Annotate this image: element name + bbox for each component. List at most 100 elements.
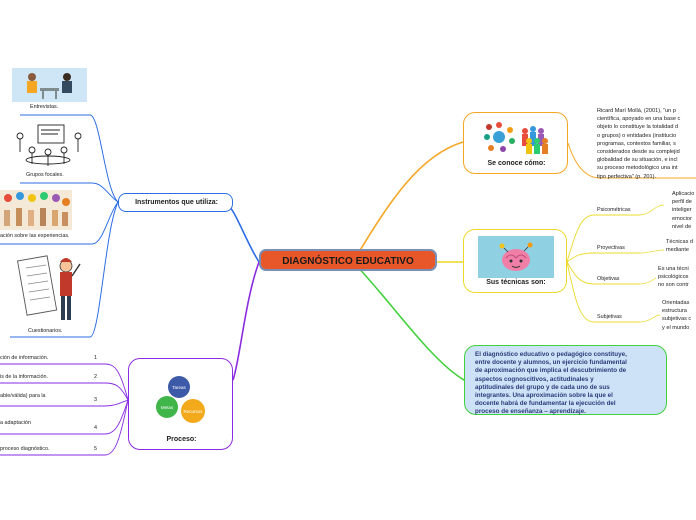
- desc-line: estructura: [662, 308, 687, 315]
- step-text[interactable]: is de la información.: [0, 374, 48, 380]
- interview-illustration: [12, 68, 87, 102]
- definition-line: entre docente y alumnos, un ejercicio fu…: [475, 359, 627, 367]
- brain-illustration: [478, 236, 554, 278]
- connector-inst-cuestionarios: [10, 201, 119, 338]
- desc-line: mediante: [666, 247, 690, 254]
- step-number: 3: [94, 397, 97, 403]
- topic-tecnicas[interactable]: Sus técnicas son:: [463, 229, 567, 293]
- interview-icon: [27, 73, 72, 99]
- definition-line: docente habrá de fundamentar la ejecució…: [475, 400, 616, 408]
- focus-group-illustration: [16, 124, 82, 166]
- connector-desc-3: [639, 277, 657, 285]
- brain-icon: [499, 242, 533, 271]
- connector-inst-entrevistas: [20, 114, 119, 203]
- focus-group-icon: [16, 124, 82, 166]
- connector-tec-subjetivas: [566, 261, 640, 323]
- tecnica-proyectivas[interactable]: Proyectivas: [597, 245, 625, 251]
- step-number: 1: [94, 355, 97, 361]
- connector-step-4: [0, 399, 129, 435]
- gear-icon: [156, 376, 205, 423]
- desc-line: y el mundo: [662, 324, 690, 331]
- step-text[interactable]: proceso diagnóstico.: [0, 446, 50, 452]
- definition-line: El diagnóstico educativo o pedagógico co…: [475, 351, 627, 358]
- topic-se-conoce[interactable]: Se conoce cómo:: [463, 112, 568, 174]
- questionnaire-illustration: [17, 255, 81, 320]
- quote-text: Ricard Marí Mollá, (2001), “un p científ…: [597, 107, 696, 181]
- people-circle-illustration: [484, 122, 548, 154]
- connector-definicion: [352, 261, 465, 381]
- quote-line: su proceso metodológico una int: [597, 165, 678, 172]
- desc-line: perfil de: [672, 199, 692, 206]
- desc-line: subjetivas c: [662, 316, 692, 323]
- tecnica-subjetivas[interactable]: Subjetivas: [597, 314, 622, 320]
- instrumento-cuestionarios[interactable]: Cuestionarios.: [28, 328, 63, 334]
- connector-tec-psicometricas: [566, 214, 640, 263]
- tecnica-proyectivas-desc: Técnicas d mediante: [666, 238, 696, 254]
- connector-step-2: [0, 382, 129, 401]
- instrumento-grupos-focales[interactable]: Grupos focales.: [26, 172, 64, 178]
- tecnica-psicometricas[interactable]: Psicométricas: [597, 207, 631, 213]
- definition-line: aspectos cognoscitivos, actitudinales y: [475, 375, 594, 383]
- desc-line: no son contr: [658, 282, 689, 289]
- desc-line: Es una técni: [658, 266, 689, 272]
- connector-tec-proyectivas: [566, 252, 640, 263]
- quote-line: o grupos) o entidades (institucio: [597, 132, 677, 139]
- quote-line: científica, apoyado en una base c: [597, 116, 681, 123]
- step-text[interactable]: a adaptación: [0, 420, 31, 426]
- tecnica-objetivas-desc: Es una técni psicológicos no son contr: [658, 265, 696, 290]
- central-topic[interactable]: DIAGNÓSTICO EDUCATIVO: [259, 249, 437, 271]
- quote-line: objeto lo constituye la totalidad d: [597, 124, 679, 131]
- quote-line: tipo perfectiva” (p. 201).: [597, 173, 657, 180]
- definition-line: proceso de enseñanza – aprendizaje.: [475, 408, 586, 416]
- tecnica-psicometricas-desc: Aplicacio perfil de inteliger emocior ni…: [672, 190, 696, 231]
- connector-proceso: [232, 261, 260, 381]
- quote-line: considerados desde su complejid: [597, 149, 680, 156]
- step-number: 4: [94, 425, 97, 431]
- step-number: 5: [94, 446, 97, 452]
- definition-line: integrantes. Una aproximación sobre la q…: [475, 392, 613, 400]
- desc-line: inteliger: [672, 207, 692, 214]
- desc-line: Aplicacio: [672, 191, 695, 197]
- quote-line: globalidad de su situación, e incl: [597, 157, 678, 164]
- desc-line: Técnicas d: [666, 239, 694, 245]
- topic-proceso-label: Proceso:: [166, 436, 197, 443]
- topic-instrumentos[interactable]: Instrumentos que utiliza:: [118, 193, 233, 212]
- connector-quote: [567, 142, 696, 179]
- definition-panel[interactable]: El diagnóstico educativo o pedagógico co…: [464, 345, 667, 415]
- connector-se-conoce: [352, 141, 464, 263]
- speech-bubbles-icon: [4, 192, 70, 226]
- gear-label: Metas: [161, 405, 174, 410]
- desc-line: psicológicos: [658, 274, 689, 281]
- definition-line: aptitudinales del grupo y de cada uno de…: [475, 383, 610, 391]
- connector-step-1: [0, 363, 129, 401]
- definition-line: de aproximación que implica el descubrim…: [475, 367, 627, 375]
- connector-step-3: [0, 399, 129, 407]
- crowd-icon: [522, 126, 548, 154]
- desc-line: nivel de: [672, 223, 692, 230]
- topic-proceso[interactable]: Tareas Metas Recursos Proceso:: [128, 358, 233, 450]
- tecnica-objetivas[interactable]: Objetivas: [597, 276, 620, 282]
- tecnica-subjetivas-desc: Orientadas estructura subjetivas c y el …: [662, 299, 696, 332]
- instrumento-experiencias[interactable]: ación sobre las experiencias.: [0, 233, 70, 239]
- topic-instrumentos-label: Instrumentos que utiliza:: [135, 199, 218, 206]
- gear-label: Recursos: [183, 409, 203, 414]
- step-text[interactable]: ción de información.: [0, 355, 49, 361]
- quote-line: Ricard Marí Mollá, (2001), “un p: [597, 108, 676, 114]
- step-number: 2: [94, 374, 97, 380]
- questionnaire-icon: [17, 255, 81, 320]
- connector-desc-1: [639, 204, 665, 216]
- step-text[interactable]: able/válida) para la: [0, 393, 46, 399]
- connector-desc-2: [639, 249, 665, 254]
- connector-inst-grupos: [20, 182, 119, 203]
- instrumento-entrevistas[interactable]: Entrevistas.: [30, 104, 59, 110]
- globe-people-icon: [484, 122, 515, 152]
- connector-inst-experiencias: [0, 201, 119, 245]
- topic-tecnicas-label: Sus técnicas son:: [486, 279, 546, 286]
- gear-label: Tareas: [172, 385, 186, 390]
- connector-tec-objetivas: [566, 261, 640, 285]
- connector-step-5: [0, 399, 129, 456]
- connector-instrumentos: [224, 201, 260, 263]
- connector-desc-4: [639, 314, 661, 323]
- desc-line: Orientadas: [662, 300, 690, 306]
